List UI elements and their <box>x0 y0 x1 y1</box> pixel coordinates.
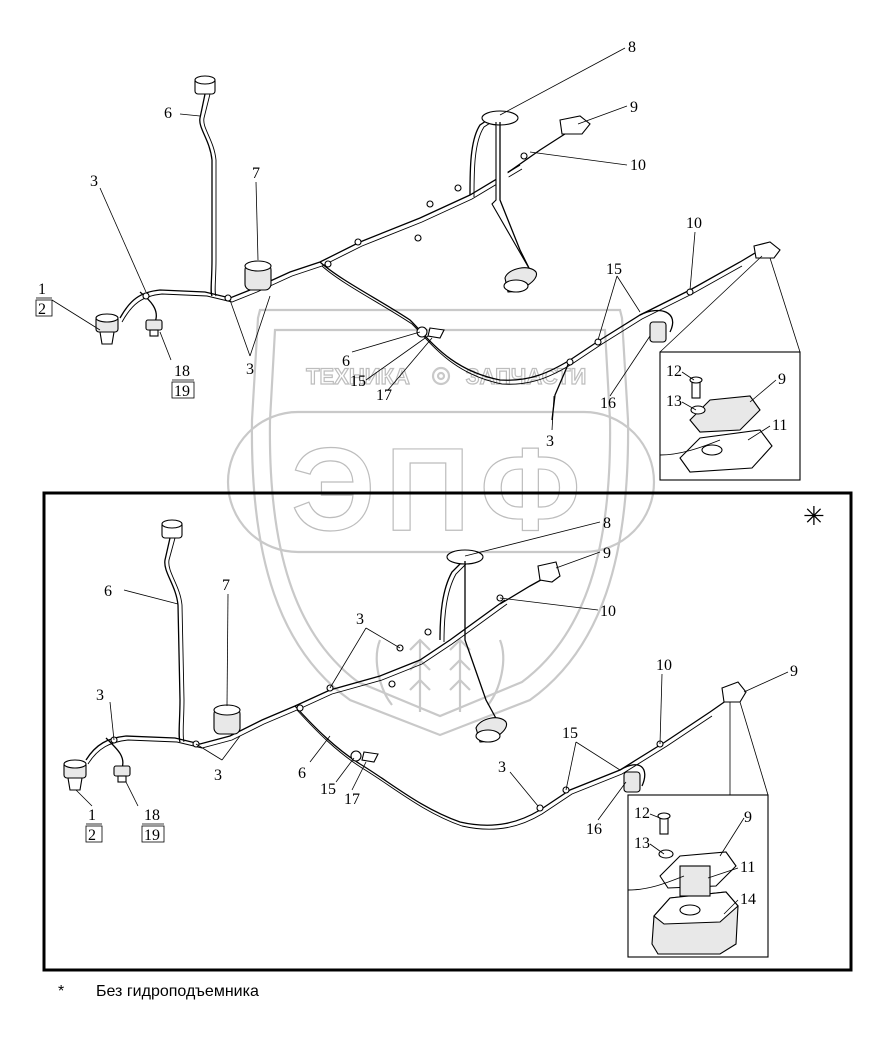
top-label-9-inset: 9 <box>778 371 786 388</box>
watermark-logo-box <box>226 410 656 554</box>
bottom-label-13: 13 <box>634 835 650 852</box>
bottom-label-10: 10 <box>600 603 616 620</box>
top-label-12: 12 <box>666 363 682 380</box>
top-fuel-sender-8 <box>481 110 537 293</box>
bottom-sensor-18 <box>113 765 131 783</box>
bottom-lower-harness <box>294 697 731 826</box>
top-label-3-right: 3 <box>546 433 554 450</box>
watermark-logo-text: ЭПФ <box>291 424 590 556</box>
top-lower-harness <box>319 249 761 381</box>
bottom-label-19: 19 <box>144 827 160 844</box>
bottom-label-2: 2 <box>88 827 96 844</box>
watermark-text-right: ЗАПЧАСТИ <box>466 364 587 389</box>
bottom-connector-6 <box>161 519 183 539</box>
bottom-label-3-left: 3 <box>96 687 104 704</box>
bottom-label-17: 17 <box>344 791 360 808</box>
bottom-label-3-lower: 3 <box>214 767 222 784</box>
bottom-inset-detail <box>627 812 739 955</box>
bottom-label-8: 8 <box>603 515 611 532</box>
watermark: ЭПФ ТЕХНИКА ЗАПЧАСТИ <box>226 308 656 737</box>
top-label-11: 11 <box>772 417 787 434</box>
bottom-clips <box>110 594 664 812</box>
top-label-6-mid: 6 <box>342 353 350 370</box>
top-label-8: 8 <box>628 39 636 56</box>
variant-frame <box>42 491 853 972</box>
bottom-label-11: 11 <box>740 859 755 876</box>
bottom-sensor-9 <box>537 561 561 583</box>
bottom-label-14: 14 <box>740 891 756 908</box>
bottom-label-9-inset: 9 <box>744 809 752 826</box>
top-label-15-mid: 15 <box>350 373 366 390</box>
footnote-mark: * <box>58 983 65 1000</box>
variant-star-mark: ✳ <box>803 502 825 531</box>
top-label-17: 17 <box>376 387 392 404</box>
top-view: 8 9 10 6 7 3 10 15 1 2 3 6 15 17 18 19 1… <box>35 39 801 481</box>
bottom-label-7: 7 <box>222 577 230 594</box>
top-sensor-1 <box>95 313 119 345</box>
bottom-clip-17 <box>350 750 379 763</box>
top-label-16: 16 <box>600 395 616 412</box>
bottom-sensor-9-right <box>721 681 747 703</box>
top-connector-16 <box>649 321 667 343</box>
bottom-fuel-sender-8 <box>446 549 508 743</box>
watermark-text-left: ТЕХНИКА <box>306 364 410 389</box>
top-label-1: 1 <box>38 281 46 298</box>
bottom-part-7 <box>213 704 241 735</box>
top-clips <box>142 152 694 366</box>
bottom-label-18: 18 <box>144 807 160 824</box>
bottom-view: 8 9 10 6 7 3 10 9 3 3 15 6 3 15 17 18 19… <box>63 515 798 958</box>
top-inset-detail <box>659 376 773 473</box>
top-part-7 <box>244 260 272 291</box>
bottom-label-12: 12 <box>634 805 650 822</box>
bottom-sensor-1 <box>63 759 87 791</box>
top-sensor-9-right <box>753 241 781 259</box>
bottom-label-15-mid: 15 <box>320 781 336 798</box>
watermark-wheat-icon <box>375 638 505 712</box>
bottom-label-1: 1 <box>88 807 96 824</box>
bottom-label-15: 15 <box>562 725 578 742</box>
top-leaders <box>51 47 696 431</box>
top-label-3-mid: 3 <box>246 361 254 378</box>
watermark-gear-icon <box>431 366 451 386</box>
top-label-10: 10 <box>630 157 646 174</box>
bottom-label-6: 6 <box>104 583 112 600</box>
top-label-9: 9 <box>630 99 638 116</box>
footnote: * Без гидроподъемника <box>58 983 259 1001</box>
top-label-6: 6 <box>164 105 172 122</box>
top-label-10-right: 10 <box>686 215 702 232</box>
bottom-label-9-right: 9 <box>790 663 798 680</box>
top-label-19: 19 <box>174 383 190 400</box>
bottom-leaders <box>75 521 789 821</box>
bottom-main-harness <box>85 599 506 761</box>
bottom-label-10-right: 10 <box>656 657 672 674</box>
top-wire-6 <box>199 93 213 297</box>
top-clip-17 <box>416 326 445 339</box>
top-label-18: 18 <box>174 363 190 380</box>
top-sensor-18 <box>145 319 163 337</box>
bottom-label-3-right: 3 <box>498 759 506 776</box>
top-connector-6 <box>194 75 216 95</box>
top-label-15: 15 <box>606 261 622 278</box>
bottom-label-3-mid: 3 <box>356 611 364 628</box>
top-label-2: 2 <box>38 301 46 318</box>
bottom-label-16: 16 <box>586 821 602 838</box>
top-label-3-left: 3 <box>90 173 98 190</box>
footnote-text: Без гидроподъемника <box>96 983 259 1000</box>
bottom-connector-16 <box>623 771 641 793</box>
top-label-7: 7 <box>252 165 260 182</box>
bottom-wire-6 <box>164 537 181 743</box>
bottom-label-9: 9 <box>603 545 611 562</box>
top-sensor-9 <box>559 115 591 135</box>
top-label-13: 13 <box>666 393 682 410</box>
top-main-harness <box>119 164 521 319</box>
bottom-label-6-mid: 6 <box>298 765 306 782</box>
